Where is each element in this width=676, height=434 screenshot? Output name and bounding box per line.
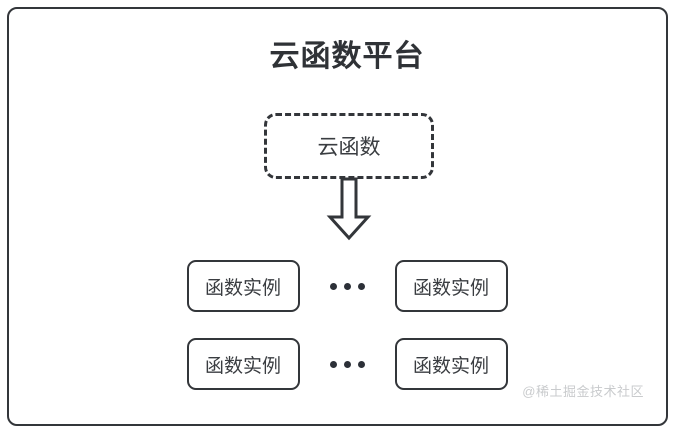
ellipsis-dot (343, 360, 351, 368)
cloud-function-label: 云函数 (317, 136, 381, 159)
ellipsis-dot (357, 360, 365, 368)
function-instance-box: 函数实例 (186, 338, 300, 390)
watermark: @稀土掘金技术社区 (522, 384, 644, 399)
ellipsis-indicator (300, 260, 395, 312)
ellipsis-dot (329, 282, 337, 290)
function-instance-box: 函数实例 (394, 338, 508, 390)
instance-row-1: 函数实例 函数实例 (9, 260, 676, 312)
cloud-function-node: 云函数 (264, 113, 434, 179)
function-instance-label: 函数实例 (204, 277, 281, 299)
page-title: 云函数平台 (269, 40, 425, 73)
function-instance-box: 函数实例 (186, 260, 300, 312)
platform-boundary-frame: 云函数平台 云函数 函数实例 函数实例 函数实例 (7, 7, 668, 426)
function-instance-label: 函数实例 (412, 355, 489, 377)
function-instance-box: 函数实例 (394, 260, 508, 312)
down-arrow-icon (325, 177, 373, 241)
ellipsis-indicator (300, 338, 395, 390)
ellipsis-dot (329, 360, 337, 368)
instance-row-2: 函数实例 函数实例 (9, 338, 676, 390)
function-instance-label: 函数实例 (412, 277, 489, 299)
ellipsis-dot (343, 282, 351, 290)
ellipsis-dot (357, 282, 365, 290)
function-instance-label: 函数实例 (204, 355, 281, 377)
